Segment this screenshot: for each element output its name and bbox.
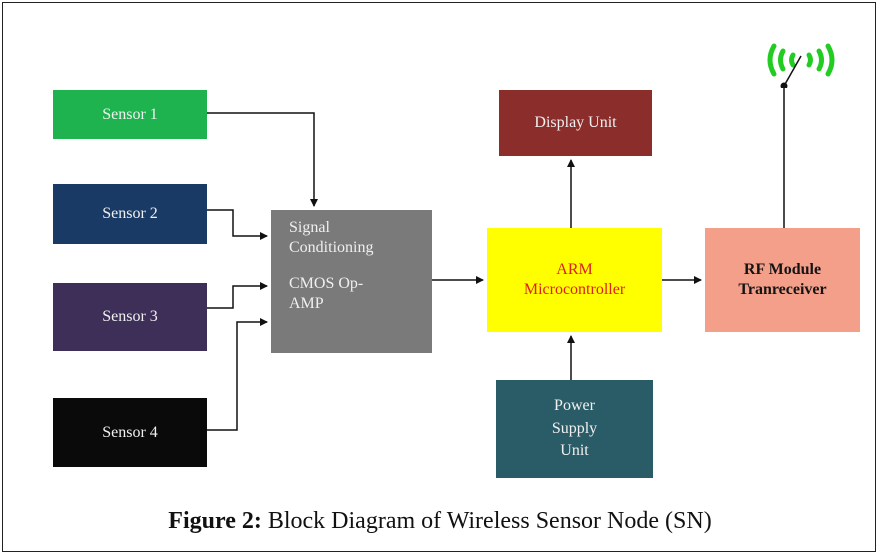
signal-conditioning-line2: Conditioning bbox=[289, 239, 374, 256]
signal-conditioning-line4: AMP bbox=[289, 295, 324, 312]
arrow-sensor1-to-signal bbox=[207, 112, 318, 207]
signal-conditioning-line1: Signal bbox=[289, 219, 330, 236]
sensor-2-block: Sensor 2 bbox=[53, 184, 207, 244]
sensor-2-label: Sensor 2 bbox=[102, 205, 158, 222]
sensor-4-block: Sensor 4 bbox=[53, 398, 207, 467]
arrow-sensor4-to-signal bbox=[207, 318, 268, 431]
rf-module-line1: RF Module bbox=[743, 261, 822, 278]
signal-conditioning-block: Signal Conditioning CMOS Op- AMP bbox=[271, 210, 432, 353]
sensor-4-label: Sensor 4 bbox=[102, 423, 158, 441]
arm-microcontroller-block: ARM Microcontroller bbox=[487, 228, 662, 332]
arrow-sensor3-to-signal bbox=[207, 282, 268, 309]
wireless-antenna-icon bbox=[757, 30, 845, 90]
sensor-1-block: Sensor 1 bbox=[53, 90, 207, 139]
arm-line1: ARM bbox=[556, 261, 593, 278]
figure-caption: Figure 2: Block Diagram of Wireless Sens… bbox=[0, 508, 880, 535]
display-unit-label: Display Unit bbox=[534, 114, 617, 131]
power-supply-line2: Supply bbox=[551, 419, 598, 437]
sensor-3-block: Sensor 3 bbox=[53, 283, 207, 351]
rf-module-block: RF Module Tranreceiver bbox=[705, 228, 860, 332]
sensor-1-label: Sensor 1 bbox=[102, 105, 158, 123]
signal-conditioning-line3: CMOS Op- bbox=[289, 275, 364, 292]
arm-line2: Microcontroller bbox=[523, 281, 626, 298]
arrow-sensor2-to-signal bbox=[207, 209, 268, 240]
figure-caption-label: Figure 2: bbox=[168, 508, 262, 534]
power-supply-line3: Unit bbox=[560, 442, 589, 460]
rf-module-line2: Tranreceiver bbox=[738, 281, 827, 298]
power-supply-line1: Power bbox=[554, 397, 595, 415]
power-supply-block: Power Supply Unit bbox=[496, 380, 653, 478]
sensor-3-label: Sensor 3 bbox=[102, 308, 158, 325]
figure-caption-text: Block Diagram of Wireless Sensor Node (S… bbox=[261, 508, 712, 534]
display-unit-block: Display Unit bbox=[499, 90, 652, 156]
